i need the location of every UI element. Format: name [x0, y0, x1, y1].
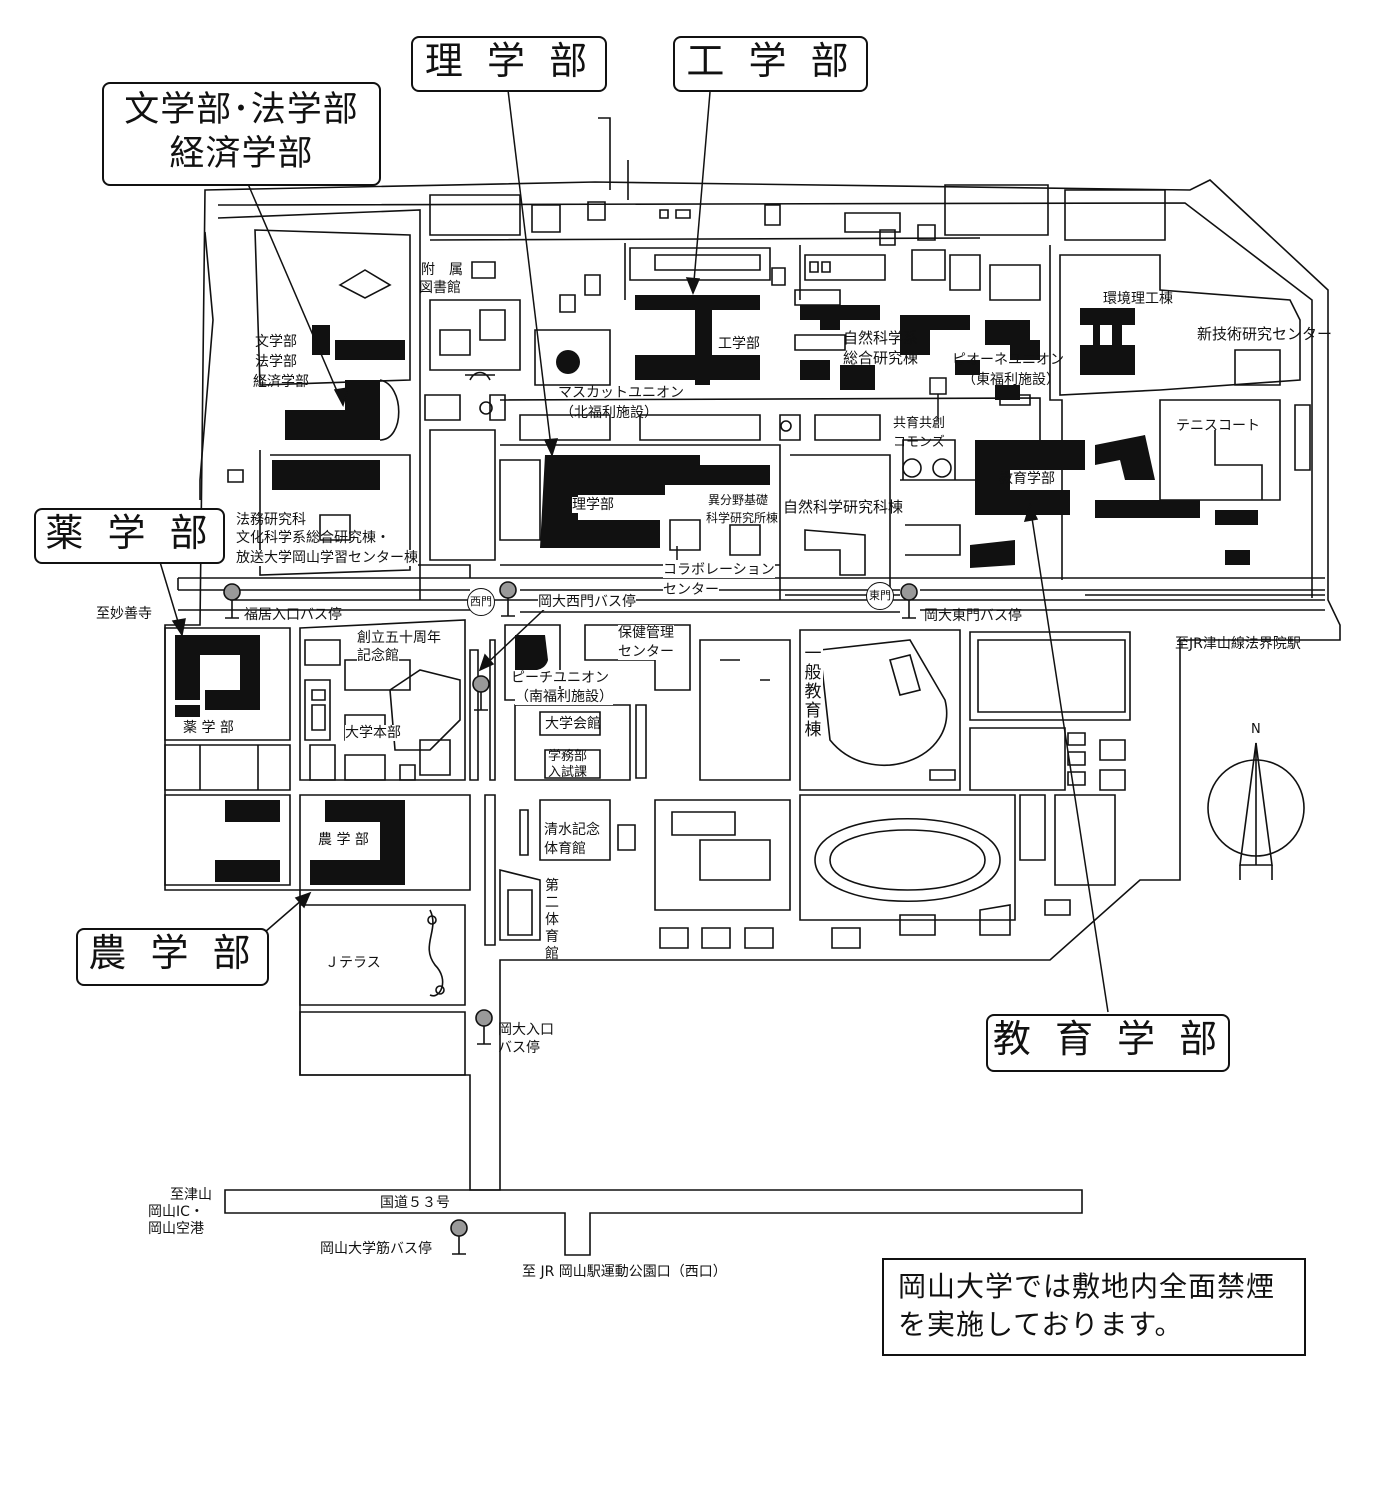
label-muscat-1: マスカットユニオン — [558, 385, 684, 401]
label-tsuyama-1: 至津山 — [170, 1187, 212, 1203]
label-tsuyama-2: 岡山IC・ — [148, 1204, 204, 1220]
label-jr-hokaiin: 至JR津山線法界院駅 — [1175, 636, 1301, 652]
label-natsci-research: 自然科学研究科棟 — [783, 498, 904, 516]
label-east-gate-bus: 岡大東門バス停 — [924, 608, 1022, 624]
label-honbu: 大学本部 — [345, 725, 401, 741]
callout-engineering: 工 学 部 — [673, 36, 868, 92]
label-library-2: 図書館 — [419, 280, 461, 296]
label-okadai-bus-2: バス停 — [498, 1040, 540, 1056]
label-natsci-1: 自然科学系 — [843, 329, 919, 347]
label-agriculture: 農 学 部 — [318, 832, 369, 848]
callout-letters-law-line2: 経済学部 — [169, 134, 314, 174]
label-ibunya-2: 科学研究所棟 — [706, 511, 779, 525]
label-education: 教育学部 — [999, 471, 1055, 487]
label-pharmacy: 薬 学 部 — [183, 720, 234, 736]
notice-line-1: 岡山大学では敷地内全面禁煙 — [898, 1270, 1276, 1303]
label-fukui-bus: 福居入口バス停 — [244, 607, 342, 623]
label-muscat-2: （北福利施設） — [560, 405, 658, 421]
label-houmu-3: 放送大学岡山学習センター棟 — [236, 550, 418, 566]
notice-line-2: を実施しております。 — [898, 1308, 1184, 1341]
label-tennis: テニスコート — [1176, 418, 1260, 434]
label-shimizu-1: 清水記念 — [544, 822, 600, 838]
label-letters-1: 文学部 — [255, 334, 297, 350]
label-daigakukaikan: 大学会館 — [545, 716, 601, 732]
faculty-buildings — [175, 295, 1258, 885]
label-library-1: 附 属 — [421, 262, 463, 278]
label-jterrace: Ｊテラス — [325, 955, 381, 971]
callout-science: 理 学 部 — [411, 36, 607, 92]
route-53-road — [224, 1189, 1083, 1256]
label-peach-1: ピーチユニオン — [511, 670, 609, 686]
west-gate-marker: 西門 — [467, 588, 495, 616]
label-suji-bus: 岡山大学筋バス停 — [320, 1241, 432, 1257]
no-smoking-notice: 岡山大学では敷地内全面禁煙 を実施しております。 — [882, 1258, 1306, 1356]
label-houmu-2: 文化科学系総合研究棟・ — [236, 530, 390, 546]
label-commons-2: コモンズ — [893, 435, 945, 450]
label-letters-3: 経済学部 — [253, 374, 309, 390]
label-souritsu-1: 創立五十周年 — [357, 630, 441, 646]
label-shimizu-2: 体育館 — [544, 841, 586, 857]
callout-letters-law-economics: 文学部･法学部 経済学部 — [102, 82, 381, 186]
east-gate-marker: 東門 — [866, 582, 894, 610]
label-west-gate-bus: 岡大西門バス停 — [538, 594, 636, 610]
callout-agriculture: 農 学 部 — [76, 928, 269, 986]
label-engineering: 工学部 — [718, 336, 760, 352]
label-collab-2: センター — [663, 582, 719, 598]
label-hoken-2: センター — [618, 644, 674, 660]
callout-letters-law-line1: 文学部･法学部 — [124, 90, 359, 130]
label-kankyo: 環境理工棟 — [1103, 291, 1173, 307]
label-science: 理学部 — [572, 497, 614, 513]
label-letters-2: 法学部 — [255, 354, 297, 370]
callout-leaders — [159, 89, 1109, 1013]
label-jr-okayama: 至 JR 岡山駅運動公園口（西口） — [522, 1264, 727, 1280]
campus-boundary — [164, 179, 1341, 1191]
label-houmu-1: 法務研究科 — [236, 512, 306, 528]
label-myozenji: 至妙善寺 — [96, 606, 152, 622]
compass-north-label: N — [1251, 722, 1261, 737]
label-pione-2: （東福利施設） — [962, 372, 1060, 388]
label-ibunya-1: 異分野基礎 — [708, 493, 769, 507]
label-general-edu: 一般教育棟 — [803, 644, 823, 740]
label-collab-1: コラボレーション — [663, 562, 775, 578]
label-hoken-1: 保健管理 — [618, 625, 674, 641]
callout-pharmacy: 薬 学 部 — [34, 508, 225, 564]
label-shingijutsu: 新技術研究センター — [1197, 325, 1333, 343]
label-pione-1: ピオーネユニオン — [952, 352, 1064, 368]
label-tsuyama-3: 岡山空港 — [148, 1221, 204, 1237]
label-okadai-bus-1: 岡大入口 — [498, 1022, 554, 1038]
bus-stops — [223, 581, 918, 1255]
callout-education: 教 育 学 部 — [986, 1014, 1230, 1072]
label-dai2-gym: 第二体育館 — [545, 878, 559, 962]
label-gakumu-2: 入試課 — [548, 765, 588, 780]
label-peach-2: （南福利施設） — [515, 689, 613, 705]
label-natsci-2: 総合研究棟 — [843, 349, 919, 367]
label-gakumu-1: 学務部 — [548, 749, 588, 764]
label-route53: 国道５３号 — [380, 1195, 450, 1211]
label-commons-1: 共育共創 — [893, 416, 946, 431]
label-souritsu-2: 記念館 — [357, 648, 399, 664]
